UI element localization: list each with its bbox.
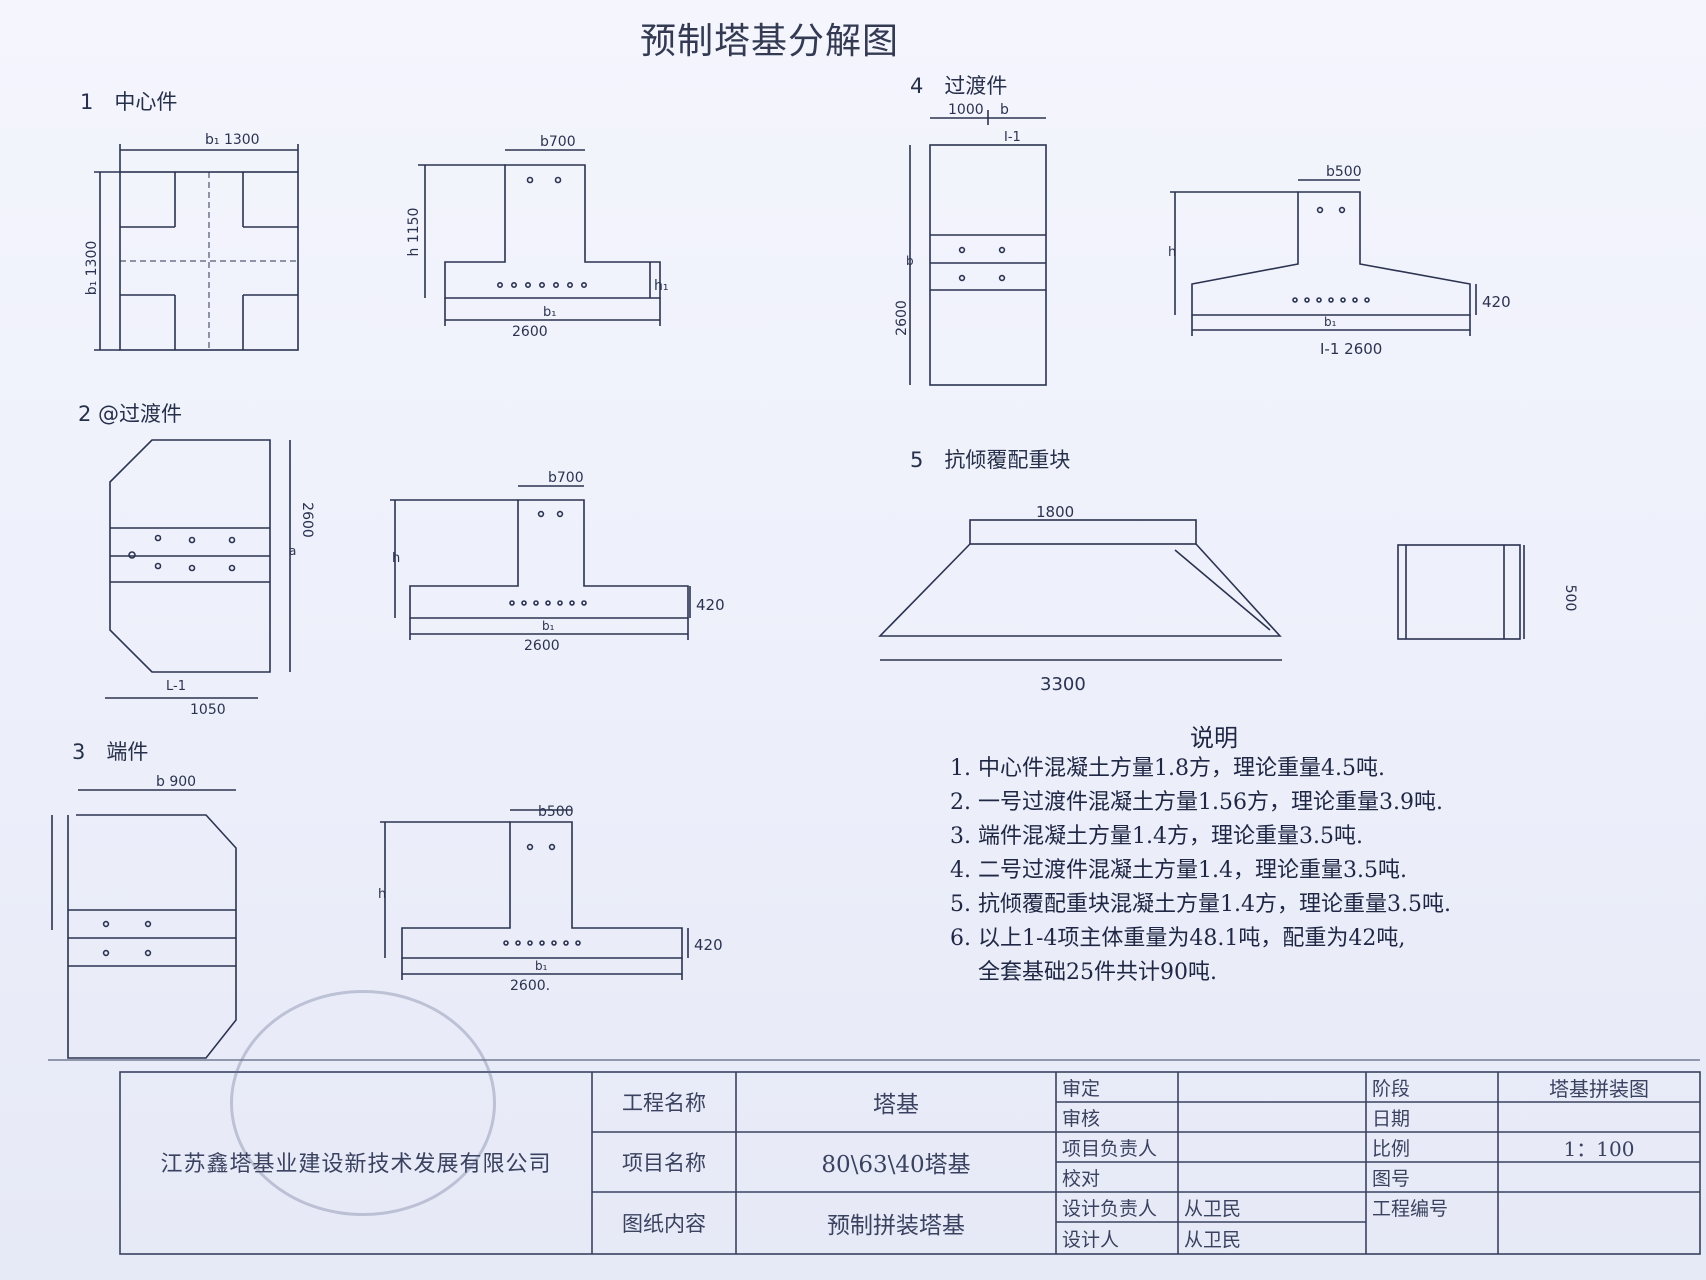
- center-piece-plan: [94, 144, 299, 351]
- role-label-review: 审核: [1062, 1107, 1101, 1130]
- dim-b1-center: b₁: [543, 305, 556, 320]
- note-item: 5. 抗倾覆配重块混凝土方量1.4方，理论重量3.5吨.: [950, 892, 1451, 917]
- dim-b500-transition2: b500: [1326, 164, 1362, 180]
- dim-i1-2600: I-1 2600: [1320, 340, 1382, 358]
- notes-title: 说明: [1190, 724, 1238, 752]
- drawing-content-label: 图纸内容: [622, 1212, 706, 1236]
- dim-h1150: h 1150: [406, 208, 422, 257]
- dim-2600-end: 2600.: [510, 978, 550, 994]
- date-label: 日期: [1372, 1107, 1411, 1130]
- role-label-proofread: 校对: [1062, 1167, 1101, 1190]
- dim-h-transition: h: [392, 551, 400, 566]
- dim-2600-side-transition2: 2600: [894, 300, 910, 336]
- role-value-designer: 从卫民: [1184, 1228, 1242, 1251]
- note-item: 4. 二号过渡件混凝土方量1.4，理论重量3.5吨.: [950, 858, 1407, 883]
- dim-b900: b 900: [156, 774, 196, 790]
- transition-piece-2-elevation: [1170, 179, 1477, 336]
- transition-piece-2-plan: [909, 110, 1047, 386]
- dim-b1-1300-side: b₁ 1300: [84, 241, 100, 296]
- dim-1050: 1050: [190, 702, 226, 718]
- dim-l1: L-1: [166, 679, 186, 694]
- section-label-end-piece: 3 端件: [72, 740, 149, 764]
- dim-2600-center: 2600: [512, 324, 548, 340]
- company-name: 江苏鑫塔基业建设新技术发展有限公司: [160, 1152, 552, 1177]
- dim-b-side-transition2: b: [906, 254, 914, 268]
- drawing-number-label: 图号: [1372, 1167, 1411, 1190]
- scale-label: 比例: [1372, 1137, 1411, 1160]
- project-name-value: 塔基: [873, 1092, 919, 1118]
- dim-1800: 1800: [1036, 503, 1074, 521]
- item-name-value: 80\63\40塔基: [821, 1152, 971, 1178]
- role-label-designer: 设计人: [1062, 1228, 1120, 1251]
- section-label-transition-piece-1: 2 @过渡件: [78, 402, 183, 426]
- dim-i1-top: I-1: [1004, 130, 1021, 145]
- drawing-content-value: 预制拼装塔基: [827, 1213, 965, 1239]
- dim-1000: 1000: [948, 102, 984, 118]
- counterweight-side-view: [1397, 544, 1525, 640]
- project-name-label: 工程名称: [622, 1091, 706, 1115]
- dim-b1-1300-top: b₁ 1300: [205, 132, 260, 148]
- counterweight-elevation: [878, 519, 1282, 661]
- notes-list: 1. 中心件混凝土方量1.8方，理论重量4.5吨. 2. 一号过渡件混凝土方量1…: [950, 752, 1590, 990]
- company-seal: [230, 990, 496, 1216]
- role-label-project-lead: 项目负责人: [1062, 1137, 1158, 1160]
- transition-piece-1-elevation: [390, 485, 691, 640]
- dim-420-transition: 420: [696, 596, 725, 614]
- dim-2600-side-transition: 2600: [299, 502, 315, 538]
- note-item: 6. 以上1-4项主体重量为48.1吨，配重为42吨,: [950, 926, 1406, 951]
- item-name-label: 项目名称: [622, 1151, 706, 1175]
- note-item: 全套基础25件共计90吨.: [978, 960, 1217, 985]
- dim-b700-transition: b700: [548, 470, 584, 486]
- dim-2600-transition: 2600: [524, 638, 560, 654]
- dim-h1-center: h₁: [654, 278, 669, 294]
- role-label-design-lead: 设计负责人: [1062, 1197, 1158, 1220]
- dim-b1-transition2: b₁: [1324, 315, 1337, 329]
- dim-420-end: 420: [694, 936, 723, 954]
- dim-b1-end: b₁: [535, 959, 548, 973]
- transition-piece-1-plan: [105, 439, 291, 699]
- section-label-transition-piece-2: 4 过渡件: [910, 74, 1008, 98]
- stage-value: 塔基拼装图: [1549, 1076, 1649, 1101]
- end-piece-elevation: [380, 809, 689, 980]
- note-item: 3. 端件混凝土方量1.4方，理论重量3.5吨.: [950, 824, 1363, 849]
- dim-3300: 3300: [1040, 674, 1086, 695]
- end-piece-plan: [51, 789, 237, 1059]
- section-label-counterweight: 5 抗倾覆配重块: [910, 448, 1071, 472]
- dim-b700-center: b700: [540, 134, 576, 150]
- dim-h-transition2: h: [1168, 245, 1176, 260]
- project-number-label: 工程编号: [1372, 1197, 1449, 1220]
- role-value-design-lead: 从卫民: [1184, 1197, 1242, 1220]
- dim-a: a: [289, 544, 296, 558]
- note-item: 1. 中心件混凝土方量1.8方，理论重量4.5吨.: [950, 756, 1385, 781]
- scale-value: 1：100: [1563, 1136, 1635, 1161]
- title-block-grid: [48, 1059, 1701, 1255]
- dim-420-transition2: 420: [1482, 293, 1511, 311]
- dim-h-end: h: [378, 887, 386, 902]
- note-item: 2. 一号过渡件混凝土方量1.56方，理论重量3.9吨.: [950, 790, 1443, 815]
- dim-b1-transition: b₁: [542, 619, 555, 633]
- stage-label: 阶段: [1372, 1077, 1411, 1100]
- center-piece-elevation: [418, 149, 661, 326]
- section-label-center-piece: 1 中心件: [80, 90, 178, 114]
- page-title: 预制塔基分解图: [640, 21, 900, 62]
- notes-block: 1. 中心件混凝土方量1.8方，理论重量4.5吨. 2. 一号过渡件混凝土方量1…: [950, 712, 1590, 990]
- dim-b500-end: b500: [538, 804, 574, 820]
- dim-500: 500: [1562, 585, 1578, 612]
- role-label-approve: 审定: [1062, 1077, 1101, 1100]
- dim-b-transition2: b: [1000, 102, 1009, 118]
